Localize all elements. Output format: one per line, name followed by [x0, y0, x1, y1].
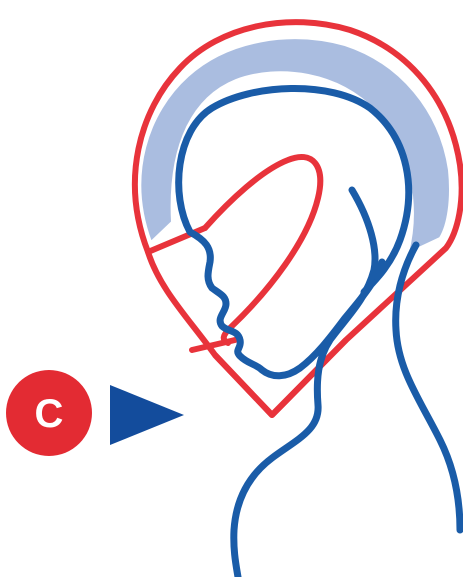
badge-label: C	[35, 392, 64, 436]
play-arrow-icon	[110, 385, 184, 445]
marker-c-badge: C	[6, 370, 92, 456]
